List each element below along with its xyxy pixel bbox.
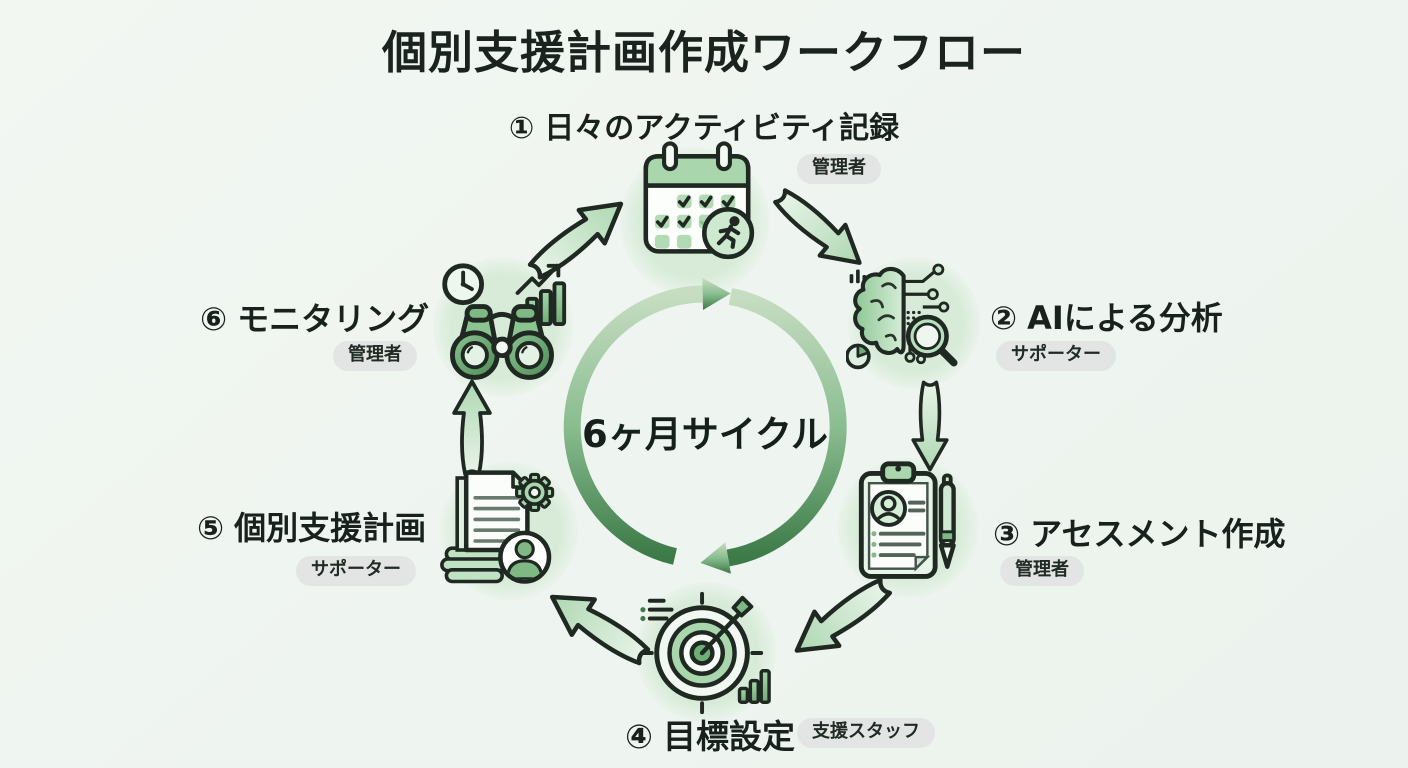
clockwise-cycle-ring-icon — [563, 278, 847, 574]
step-6-number: ⑥ — [200, 300, 228, 338]
step-3-role-badge: 管理者 — [1000, 556, 1084, 586]
calendar-activity-icon — [643, 141, 755, 260]
step-1-number: ① — [508, 111, 535, 146]
step-6-role-badge: 管理者 — [333, 341, 417, 371]
goal-target-icon — [640, 591, 771, 715]
ai-brain-analysis-icon — [846, 263, 958, 370]
step-5-role-badge: サポーター — [296, 556, 416, 586]
step-3-number: ③ — [993, 515, 1021, 553]
step-4-number: ④ — [625, 717, 653, 756]
step-4-role-badge: 支援スタッフ — [797, 718, 935, 748]
assessment-clipboard-icon — [858, 461, 956, 579]
cycle-label: 6ヶ月サイクル — [582, 413, 828, 456]
plan-document-icon — [440, 470, 555, 584]
step-5-number: ⑤ — [197, 509, 225, 547]
step-2-role-badge: サポーター — [996, 341, 1116, 371]
step-2-number: ② — [990, 299, 1018, 337]
page-title: 個別支援計画作成ワークフロー — [381, 26, 1026, 79]
step-1-role-badge: 管理者 — [797, 154, 881, 184]
monitoring-binoculars-icon — [442, 263, 567, 380]
